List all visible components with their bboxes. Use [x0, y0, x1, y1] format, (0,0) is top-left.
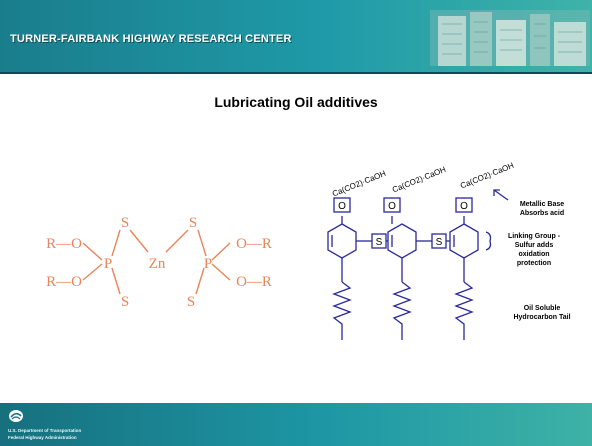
tail-line2: Hydrocarbon Tail — [513, 314, 570, 321]
detergent-bonds — [327, 189, 509, 340]
zddp-structure-diagram: R—O R—O S S P Zn S S P O—R O—R — [46, 215, 272, 310]
sulfur-top-right-label: S — [189, 215, 197, 231]
linking-group-line4: protection — [517, 260, 551, 267]
sulfur-bottom-left-label: S — [121, 294, 129, 310]
linking-group-line3: oxidation — [518, 251, 549, 258]
linking-group-line2: Sulfur adds — [515, 242, 554, 249]
o-r-top-label: O—R — [236, 236, 272, 252]
metal-group-1-label: Ca(CO2)·CaOH — [331, 169, 387, 199]
tail-line1: Oil Soluble — [524, 305, 561, 312]
header-building-photo — [430, 10, 590, 66]
sulfur-bottom-right-label: S — [187, 294, 195, 310]
zddp-bonds — [82, 229, 231, 295]
phosphorus-right-label: P — [204, 256, 212, 272]
detergent-structure-diagram: Ca(CO2)·CaOH Ca(CO2)·CaOH Ca(CO2)·CaOH O… — [327, 161, 571, 340]
footer-agency-line1: U.S. Department of Transportation — [8, 428, 82, 433]
sulfur-top-left-label: S — [121, 215, 129, 231]
sulfur-link-1-label: S — [376, 237, 383, 248]
header-divider — [0, 72, 592, 74]
metal-group-2-label: Ca(CO2)·CaOH — [391, 165, 447, 195]
r-o-top-label: R—O — [46, 236, 82, 252]
metallic-base-line1: Metallic Base — [520, 201, 564, 208]
footer-agency-line2: Federal Highway Administration — [8, 435, 77, 440]
metallic-base-line2: Absorbs acid — [520, 210, 564, 217]
oxygen-3-label: O — [460, 201, 468, 212]
zinc-label: Zn — [149, 256, 166, 272]
metal-group-3-label: Ca(CO2)·CaOH — [459, 161, 515, 191]
o-r-bottom-label: O—R — [236, 274, 272, 290]
header-title: TURNER-FAIRBANK HIGHWAY RESEARCH CENTER — [10, 33, 292, 45]
slide-title: Lubricating Oil additives — [214, 94, 378, 110]
r-o-bottom-label: R—O — [46, 274, 82, 290]
footer-bar: U.S. Department of Transportation Federa… — [0, 403, 592, 446]
oxygen-1-label: O — [338, 201, 346, 212]
sulfur-link-2-label: S — [436, 237, 443, 248]
header-bar: TURNER-FAIRBANK HIGHWAY RESEARCH CENTER — [0, 0, 592, 72]
linking-group-line1: Linking Group - — [508, 233, 561, 240]
oxygen-2-label: O — [388, 201, 396, 212]
dot-logo-icon — [9, 410, 23, 422]
phosphorus-left-label: P — [104, 256, 112, 272]
